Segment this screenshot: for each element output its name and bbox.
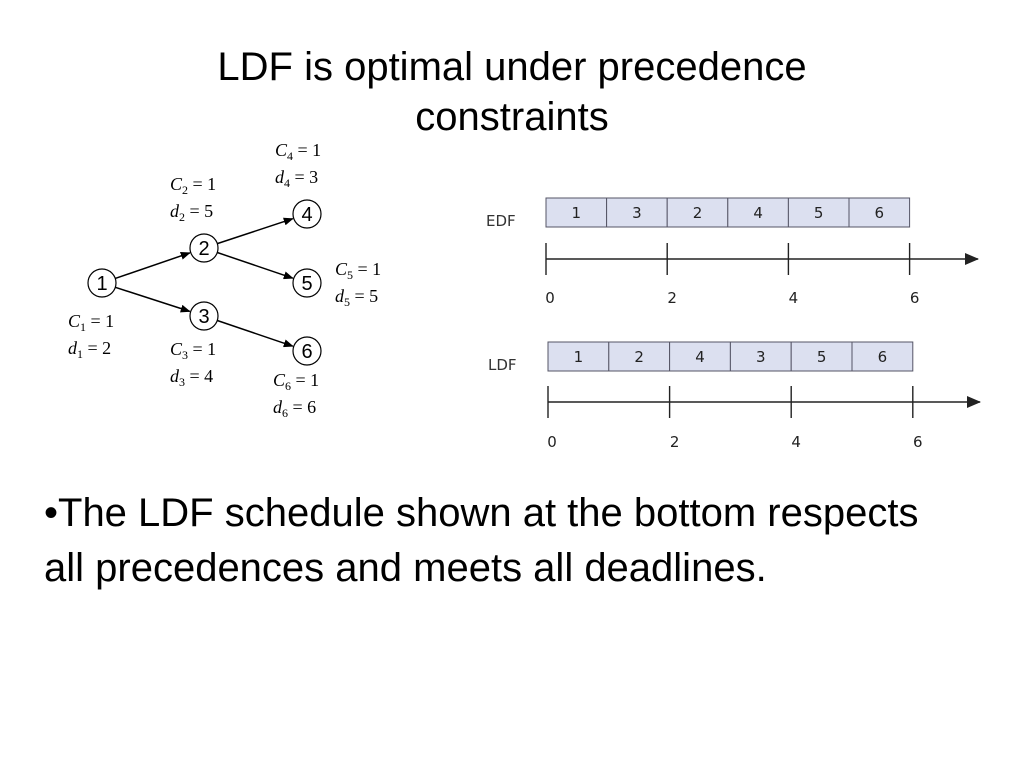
task-deadline-label: d6 = 6 — [273, 397, 316, 420]
task-node-2: 2 — [189, 233, 219, 263]
schedule-slot-label: 5 — [817, 348, 827, 366]
task-node-4: 4 — [292, 199, 322, 229]
task-deadline-label: d5 = 5 — [335, 286, 378, 309]
schedule-ldf: LDF 1 2 4 3 5 6 0 2 4 6 — [488, 341, 981, 451]
schedule-slot — [851, 341, 914, 372]
task-deadline-label: d3 = 4 — [170, 366, 213, 389]
graph-parameters: C1 = 1 d1 = 2 C2 = 1 d2 = 5 C3 = 1 d3 = 4 C4 =… — [68, 140, 381, 420]
schedule-slot — [790, 341, 853, 372]
schedule-slot-label: 4 — [753, 204, 763, 222]
slide-title-line1: LDF is optimal under precedence — [217, 45, 807, 89]
task-deadline-label: d2 = 5 — [170, 201, 213, 224]
axis-tick-label: 2 — [667, 289, 677, 307]
task-deadline-label: d1 = 2 — [68, 338, 111, 361]
schedule-slot-label: 5 — [814, 204, 824, 222]
task-cost-label: C4 = 1 — [275, 140, 321, 163]
task-node-circle — [292, 199, 322, 229]
task-node-circle — [292, 336, 322, 366]
schedule-slot — [608, 341, 671, 372]
schedule-slot — [545, 197, 608, 228]
task-node-label: 1 — [96, 273, 107, 295]
schedule-slot — [787, 197, 850, 228]
task-node-1: 1 — [87, 268, 117, 298]
task-params-2: C2 = 1 d2 = 5 — [170, 174, 216, 224]
task-params-6: C6 = 1 d6 = 6 — [273, 370, 319, 420]
task-params-1: C1 = 1 d1 = 2 — [68, 311, 114, 361]
schedule-slot — [729, 341, 792, 372]
task-node-circle — [189, 233, 219, 263]
axis-tick-label: 0 — [547, 433, 557, 451]
task-node-3: 3 — [189, 301, 219, 331]
task-cost-label: C5 = 1 — [335, 259, 381, 282]
task-node-circle — [87, 268, 117, 298]
axis-tick-label: 0 — [545, 289, 555, 307]
schedule-slot — [606, 197, 668, 228]
slide-title: LDF is optimal under precedence constrai… — [112, 42, 912, 142]
task-cost-label: C1 = 1 — [68, 311, 114, 334]
schedule-slot-label: 1 — [574, 348, 584, 366]
schedule-slot-label: 4 — [695, 348, 705, 366]
edge-2-5 — [217, 251, 294, 280]
graph-edges — [114, 217, 294, 348]
task-params-4: C4 = 1 d4 = 3 — [275, 140, 321, 190]
task-cost-label: C6 = 1 — [273, 370, 319, 393]
task-params-5: C5 = 1 d5 = 5 — [335, 259, 381, 309]
task-node-label: 4 — [301, 204, 312, 226]
bullet-text: •The LDF schedule shown at the bottom re… — [44, 491, 919, 590]
axis-tick-label: 6 — [910, 289, 920, 307]
schedule-slot-label: 6 — [875, 204, 885, 222]
edge-2-4 — [217, 217, 294, 245]
task-node-label: 5 — [301, 273, 312, 295]
axis-tick-label: 6 — [913, 433, 923, 451]
schedule-slot — [547, 341, 610, 372]
schedule-label: LDF — [488, 356, 517, 374]
task-node-label: 6 — [301, 341, 312, 363]
schedule-label: EDF — [486, 212, 516, 230]
axis-tick-label: 4 — [789, 289, 799, 307]
graph-nodes: 1 2 3 4 5 6 — [87, 199, 322, 366]
schedule-slot-label: 6 — [878, 348, 888, 366]
task-cost-label: C2 = 1 — [170, 174, 216, 197]
slide-title-line2: constraints — [415, 95, 609, 139]
task-node-6: 6 — [292, 336, 322, 366]
task-deadline-label: d4 = 3 — [275, 167, 318, 190]
task-node-5: 5 — [292, 268, 322, 298]
schedule-slot-label: 1 — [572, 204, 582, 222]
schedule-slot-label: 3 — [632, 204, 642, 222]
axis-tick-label: 2 — [670, 433, 680, 451]
edge-3-6 — [217, 319, 294, 348]
edge-1-3 — [115, 286, 191, 313]
task-node-circle — [292, 268, 322, 298]
task-cost-label: C3 = 1 — [170, 339, 216, 362]
schedule-slot-label: 2 — [693, 204, 703, 222]
task-node-circle — [189, 301, 219, 331]
edge-1-2 — [114, 252, 191, 280]
schedule-slot-label: 2 — [634, 348, 644, 366]
task-node-label: 3 — [198, 306, 209, 328]
schedule-slot — [669, 341, 731, 372]
task-node-label: 2 — [198, 238, 209, 260]
axis-tick-label: 4 — [791, 433, 801, 451]
schedule-slot — [848, 197, 911, 228]
schedule-edf: EDF 1 3 2 4 5 6 0 2 4 6 — [486, 197, 979, 307]
schedule-slot-label: 3 — [756, 348, 766, 366]
task-params-3: C3 = 1 d3 = 4 — [170, 339, 216, 389]
